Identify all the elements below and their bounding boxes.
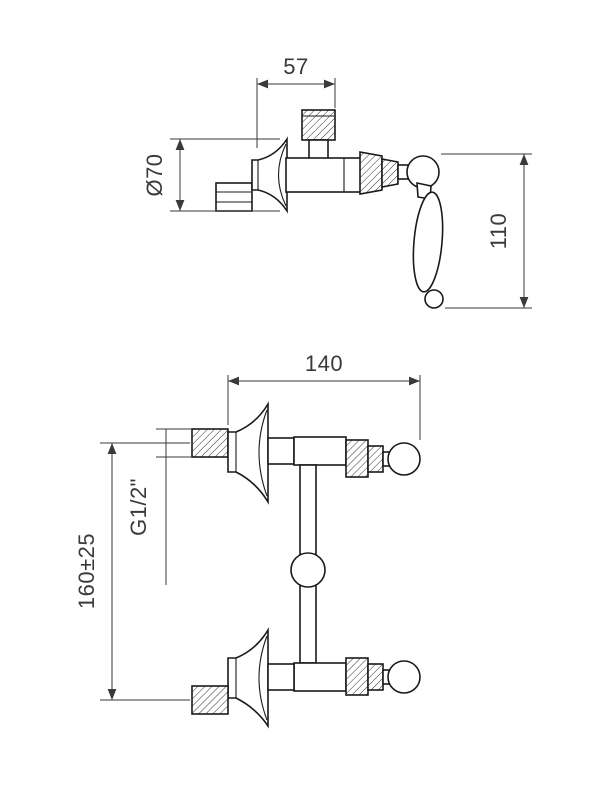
side-wall-union: [215, 182, 253, 212]
dim-diameter-label: Ø70: [142, 153, 167, 196]
front-bottom-connector: [267, 663, 295, 691]
side-lever-handle: [412, 191, 444, 293]
dim-57: 57: [256, 54, 336, 148]
side-body: [285, 157, 363, 193]
front-top-connector: [267, 437, 295, 465]
front-diverter-knob: [290, 552, 326, 588]
thread-label: G1/2": [126, 478, 151, 536]
front-body-bottom: [293, 662, 347, 692]
side-pipe-thread: [301, 109, 336, 141]
side-view: 57 Ø70 110: [142, 54, 532, 309]
dim-140-label: 140: [305, 351, 343, 376]
dim-140: 140: [227, 351, 421, 440]
front-bottom-ball: [387, 660, 421, 694]
front-top-ball: [387, 442, 421, 476]
side-handle-knob: [424, 289, 444, 309]
side-escutcheon: [251, 136, 288, 214]
front-bottom-escutcheon: [227, 627, 269, 729]
dim-110-label: 110: [486, 213, 511, 250]
side-pipe-neck: [308, 139, 329, 161]
dim-flange-diameter: Ø70: [142, 138, 280, 212]
dim-57-label: 57: [283, 54, 308, 79]
front-bottom-arm-housing: [345, 657, 369, 696]
front-top-escutcheon: [227, 401, 269, 505]
front-top-nipple: [191, 428, 229, 458]
label-thread: G1/2": [126, 428, 192, 585]
side-escutcheon-dome-line: [278, 143, 287, 207]
front-top-arm-housing: [345, 439, 369, 478]
dim-spacing-label: 160±25: [74, 533, 99, 609]
side-connector-ring: [381, 158, 399, 188]
dim-110: 110: [441, 153, 532, 309]
front-view: 140 G1/2" 160±25: [74, 351, 421, 729]
dim-inlet-spacing: 160±25: [74, 442, 190, 701]
front-bottom-nipple: [191, 685, 229, 715]
side-cartridge-housing: [359, 151, 383, 195]
front-body-top: [293, 436, 347, 466]
side-ball-joint: [406, 155, 440, 189]
